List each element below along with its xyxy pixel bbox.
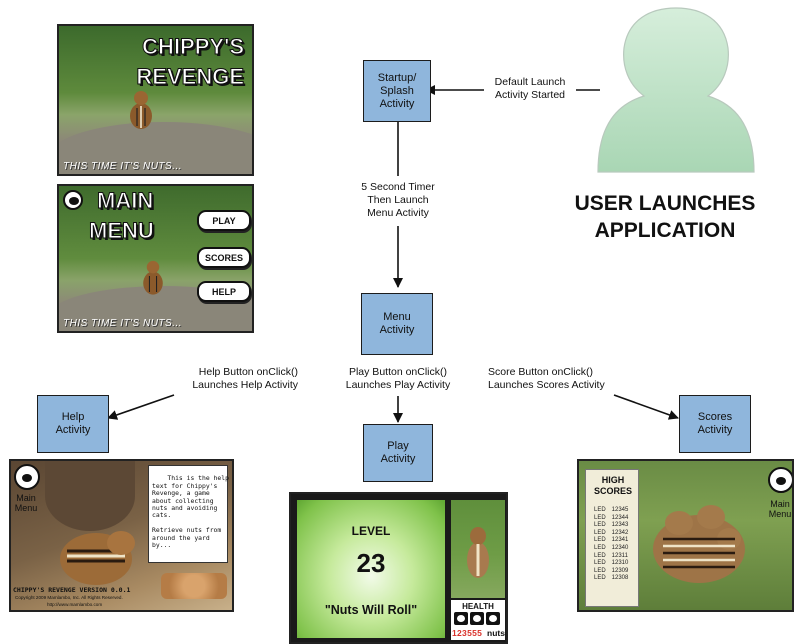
user-icon [597, 7, 755, 173]
high-score-row: LED 12342 [594, 530, 628, 538]
health-icons [454, 612, 504, 626]
play-button[interactable]: PLAY [197, 210, 251, 231]
startup-activity-node: Startup/ Splash Activity [363, 60, 431, 122]
scores-button[interactable]: SCORES [197, 247, 251, 268]
help-nuts [161, 573, 227, 599]
high-score-row: LED 12340 [594, 545, 628, 553]
high-score-name: LED [594, 575, 606, 582]
chipmunk-image [467, 527, 489, 578]
high-score-name: LED [594, 544, 606, 551]
user-caption-line1: USER LAUNCHES [574, 192, 756, 215]
paw-icon[interactable] [768, 467, 792, 493]
help-text: This is the help text for Chippy's Reven… [152, 474, 229, 550]
high-score-row: LED 12308 [594, 575, 628, 583]
help-button[interactable]: HELP [197, 281, 251, 302]
paw-icon[interactable] [63, 190, 83, 210]
splash-title-2: REVENGE [136, 64, 245, 90]
high-score-row: LED 12310 [594, 560, 628, 568]
high-score-value: 12343 [611, 522, 629, 529]
high-score-name: LED [594, 552, 606, 559]
help-copyright: Copyright 2009 Mamlambo, Inc. All Rights… [15, 595, 123, 600]
high-score-value: 12310 [611, 560, 629, 567]
health-panel: HEALTH 123555 nuts [451, 600, 505, 640]
timer-label: 5 Second Timer Then Launch Menu Activity [361, 181, 435, 219]
chipmunks-image [653, 505, 745, 583]
score-click-label: Score Button onClick() Launches Scores A… [488, 366, 605, 391]
help-screenshot: Main Menu This is the help text for Chip… [9, 459, 234, 612]
high-score-value: 12344 [611, 514, 629, 521]
nuts-label: nuts [487, 628, 505, 638]
help-activity-node: Help Activity [37, 395, 109, 453]
score-value: 123555 [452, 628, 483, 638]
level-label: LEVEL [351, 524, 391, 538]
high-score-value: 12308 [611, 575, 629, 582]
level-panel: LEVEL 23 "Nuts Will Roll" [297, 500, 445, 638]
high-score-row: LED 12341 [594, 537, 628, 545]
high-score-name: LED [594, 514, 606, 521]
help-version: CHIPPY'S REVENGE VERSION 0.0.1 [13, 586, 131, 594]
user-caption: USER LAUNCHES APPLICATION [540, 190, 790, 244]
high-score-value: 12309 [611, 567, 629, 574]
high-score-value: 12340 [611, 544, 629, 551]
health-paw-icon [470, 612, 484, 625]
chipmunk-image [60, 531, 135, 585]
high-score-row: LED 12345 [594, 507, 628, 515]
splash-tagline: THIS TIME IT'S NUTS... [63, 161, 183, 172]
edge-help [107, 394, 175, 420]
main-menu-link[interactable]: Main Menu [14, 493, 38, 513]
high-score-row: LED 12309 [594, 568, 628, 576]
help-log [45, 461, 135, 531]
play-screenshot: LEVEL 23 "Nuts Will Roll" HEALTH 123555 … [289, 492, 508, 644]
main-menu-link[interactable]: Main Menu [768, 499, 792, 519]
splash-rock [59, 122, 252, 174]
level-name: "Nuts Will Roll" [324, 603, 418, 617]
paw-icon[interactable] [14, 464, 40, 490]
health-paw-icon [486, 612, 500, 625]
default-launch-label: Default Launch Activity Started [494, 76, 566, 101]
high-score-row: LED 12344 [594, 515, 628, 523]
high-score-row: LED 12311 [594, 553, 628, 561]
chipmunk-image [143, 260, 163, 295]
high-scores-title-1: HIGH [601, 475, 625, 485]
health-paw-icon [454, 612, 468, 625]
menu-screenshot: MAIN MENU PLAY SCORES HELP THIS TIME IT'… [57, 184, 254, 333]
chipmunk-image [130, 91, 152, 129]
high-score-name: LED [594, 560, 606, 567]
play-click-label: Play Button onClick() Launches Play Acti… [345, 366, 451, 391]
high-score-value: 12342 [611, 529, 629, 536]
help-url: http://www.mamlambo.com [47, 602, 103, 607]
edge-scores [613, 394, 679, 420]
high-score-name: LED [594, 567, 606, 574]
high-score-name: LED [594, 507, 606, 513]
health-label: HEALTH [462, 602, 494, 611]
high-score-name: LED [594, 529, 606, 536]
scores-activity-node: Scores Activity [679, 395, 751, 453]
help-click-label: Help Button onClick() Launches Help Acti… [192, 366, 298, 391]
high-scores-title-2: SCORES [593, 486, 632, 496]
menu-activity-node: Menu Activity [361, 293, 433, 355]
user-caption-line2: APPLICATION [594, 219, 736, 242]
high-score-row: LED 12343 [594, 522, 628, 530]
menu-tagline: THIS TIME IT'S NUTS... [63, 318, 183, 329]
play-activity-node: Play Activity [363, 424, 433, 482]
help-text-box: This is the help text for Chippy's Reven… [148, 465, 229, 563]
high-score-value: 12311 [611, 552, 628, 559]
high-score-value: 12345 [611, 507, 629, 513]
menu-title-2: MENU [89, 218, 155, 244]
menu-title-1: MAIN [96, 188, 154, 214]
play-photo [451, 500, 505, 598]
high-score-name: LED [594, 537, 606, 544]
splash-screenshot: CHIPPY'S REVENGE THIS TIME IT'S NUTS... [57, 24, 254, 176]
level-number: 23 [356, 548, 386, 578]
high-score-value: 12341 [611, 537, 629, 544]
high-score-name: LED [594, 522, 606, 529]
splash-title-1: CHIPPY'S [142, 34, 245, 60]
